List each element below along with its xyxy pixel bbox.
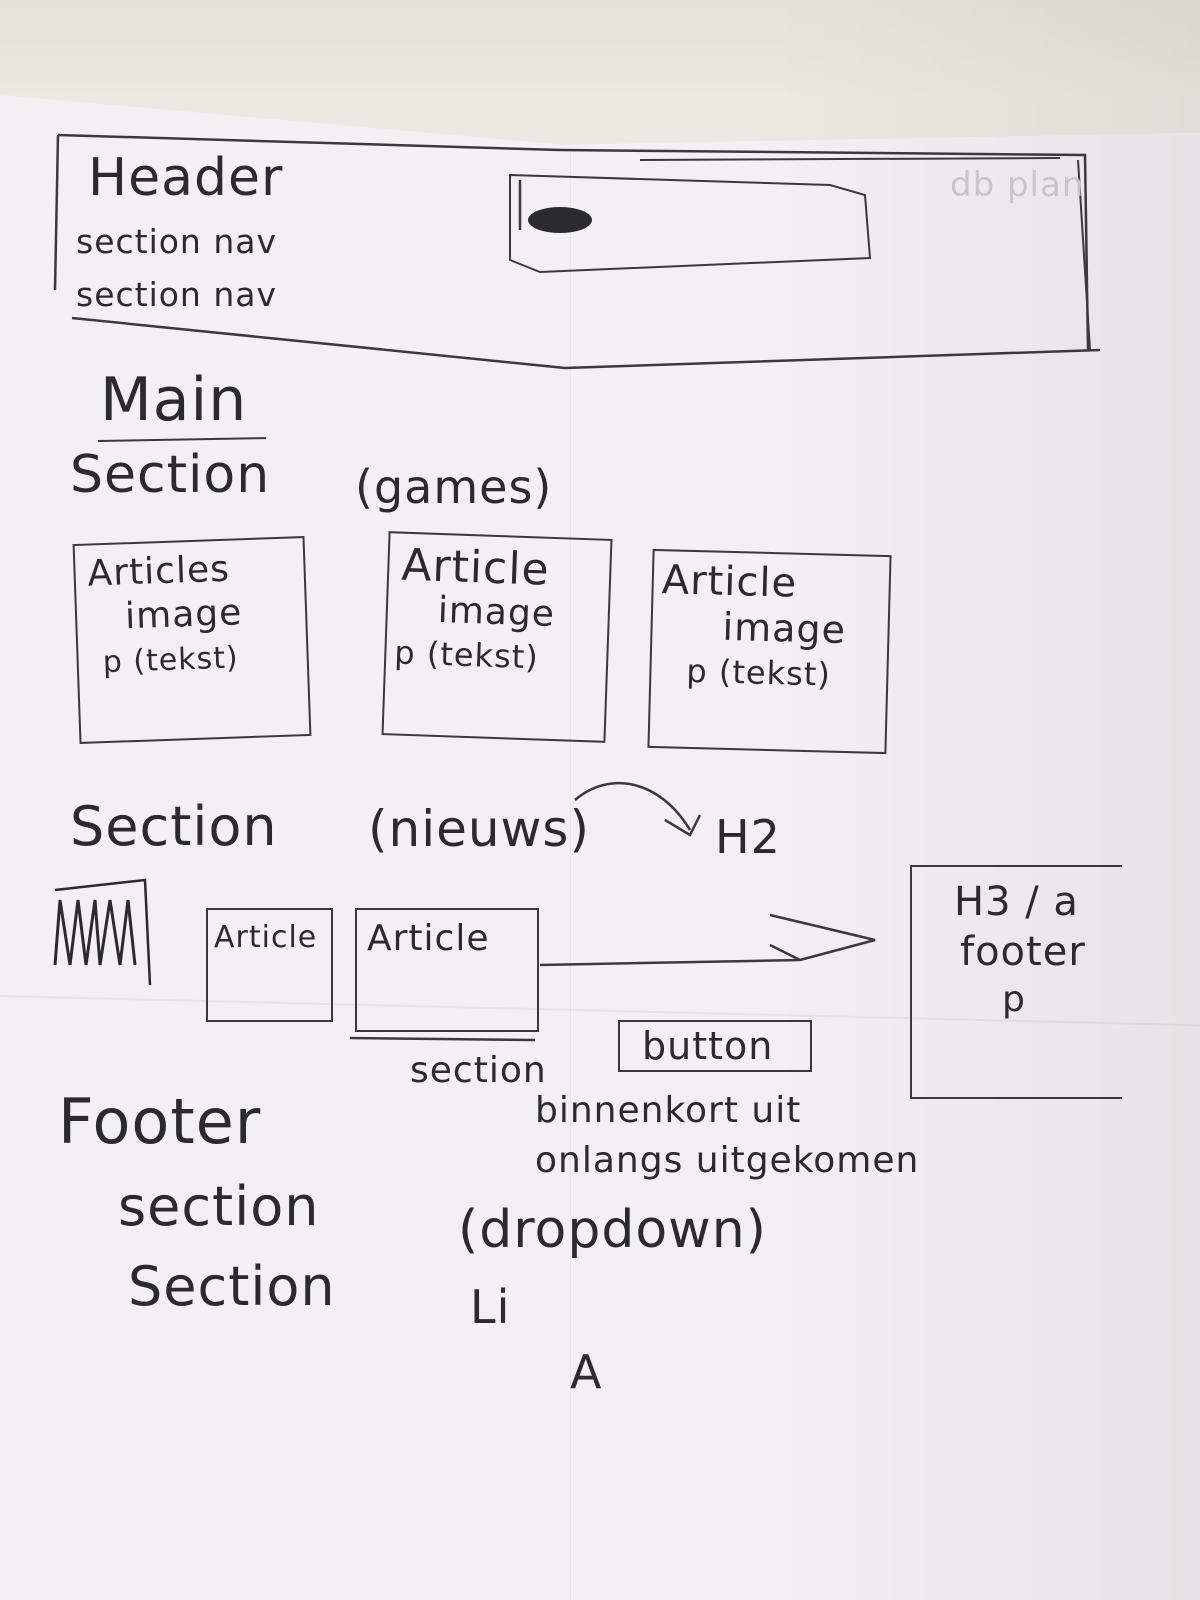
button-label: button bbox=[642, 1024, 774, 1068]
side-box-line-1: H3 / a bbox=[954, 879, 1079, 925]
news-section-label: Section bbox=[70, 795, 278, 858]
sub-section-label: section bbox=[410, 1050, 547, 1091]
article-image-label: image bbox=[124, 592, 243, 638]
paper-fold-vertical bbox=[570, 150, 572, 1600]
article-text-label: p (tekst) bbox=[685, 651, 832, 694]
games-section-label: Section bbox=[70, 445, 271, 505]
footer-section-2: Section bbox=[128, 1255, 336, 1318]
article-text-label: p (tekst) bbox=[102, 640, 240, 681]
article-title: Article bbox=[661, 557, 798, 607]
header-nav-1: section nav bbox=[76, 222, 278, 261]
article-title: Articles bbox=[86, 548, 231, 595]
footer-li-note: Li bbox=[470, 1280, 511, 1334]
side-box-line-2: footer bbox=[960, 929, 1086, 975]
news-section-note: (nieuws) bbox=[368, 800, 590, 858]
main-title: Main bbox=[100, 365, 248, 435]
footer-dropdown-note: (dropdown) bbox=[458, 1200, 767, 1260]
button-sketch: button bbox=[618, 1020, 812, 1072]
article-title: Article bbox=[400, 539, 551, 596]
footer-a-note: A bbox=[570, 1345, 603, 1399]
article-card: Article image p (tekst) bbox=[647, 548, 892, 755]
footer-section-1: section bbox=[118, 1175, 320, 1238]
paper-shadow bbox=[770, 0, 1200, 1600]
header-title: Header bbox=[88, 148, 284, 208]
side-box: H3 / a footer p bbox=[910, 865, 1122, 1099]
article-image-label: image bbox=[437, 589, 556, 635]
footer-title: Footer bbox=[58, 1085, 262, 1158]
news-heading-note: H2 bbox=[715, 810, 781, 864]
option-note-1: binnenkort uit bbox=[535, 1090, 802, 1131]
option-note-2: onlangs uitgekomen bbox=[535, 1140, 920, 1181]
header-corner-note: db plan bbox=[950, 165, 1085, 205]
news-article-title: Article bbox=[367, 918, 490, 959]
news-article-card: Article bbox=[206, 908, 333, 1022]
article-text-label: p (tekst) bbox=[393, 633, 540, 677]
article-image-label: image bbox=[722, 604, 847, 652]
header-nav-2: section nav bbox=[76, 275, 278, 314]
side-box-line-3: p bbox=[1002, 979, 1026, 1020]
article-card: Article image p (tekst) bbox=[381, 531, 613, 743]
news-article-card: Article bbox=[355, 908, 539, 1032]
games-section-note: (games) bbox=[355, 460, 553, 514]
news-article-title: Article bbox=[214, 920, 318, 955]
article-card: Articles image p (tekst) bbox=[72, 536, 312, 744]
